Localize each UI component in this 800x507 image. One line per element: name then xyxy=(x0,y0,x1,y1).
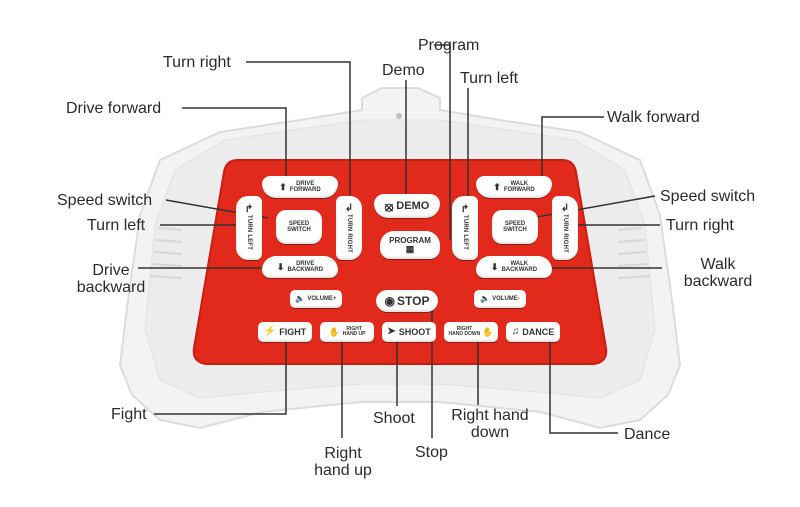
speed-switch-right-line2: SWITCH xyxy=(503,227,527,233)
label-drive-backward: Drive backward xyxy=(70,262,152,296)
label-drive-backward-line1: Drive xyxy=(92,262,130,279)
label-drive-forward: Drive forward xyxy=(66,100,162,117)
walk-backward-line2: BACKWARD xyxy=(501,267,538,273)
dance-label: DANCE xyxy=(522,326,555,337)
right-hand-up-button[interactable]: ✋ RIGHT HAND UP xyxy=(320,322,374,342)
indicator-dot xyxy=(396,113,402,119)
turn-left-arrow-icon: ↱ xyxy=(244,204,254,216)
right-hand-up-line1: RIGHT xyxy=(346,326,362,332)
label-turn-right-left-side: Turn right xyxy=(163,54,231,71)
label-program: Program xyxy=(418,37,480,54)
label-walk-backward: Walk backward xyxy=(676,256,760,290)
label-shoot: Shoot xyxy=(373,410,415,427)
turn-right-button-right[interactable]: ↲ TURN RIGHT xyxy=(552,196,578,260)
label-turn-right-right-side: Turn right xyxy=(666,217,734,234)
right-hand-up-line2: HAND UP xyxy=(342,331,366,337)
speed-switch-left-line1: SPEED xyxy=(288,221,310,227)
drive-backward-line1: DRIVE xyxy=(296,261,315,267)
hand-up-icon: ✋ xyxy=(328,326,340,337)
turn-right-label-left: TURN RIGHT xyxy=(346,213,352,253)
speed-switch-left-line2: SWITCH xyxy=(287,227,311,233)
right-hand-down-button[interactable]: RIGHT HAND DOWN ✋ xyxy=(444,322,498,342)
volume-down-button[interactable]: 🔈 VOLUME- xyxy=(474,290,526,308)
walk-backward-button[interactable]: ⬇ WALK BACKWARD xyxy=(476,256,552,278)
label-speed-switch-right: Speed switch xyxy=(660,188,756,205)
dance-button[interactable]: ♫ DANCE xyxy=(506,322,560,342)
label-stop: Stop xyxy=(415,444,448,461)
demo-button[interactable]: ⦻ DEMO xyxy=(374,194,440,218)
grip-ridges-left xyxy=(149,227,183,279)
arrow-up-icon: ⬆ xyxy=(493,181,501,192)
shoot-label: SHOOT xyxy=(398,326,431,337)
turn-left-button-left[interactable]: ↱ TURN LEFT xyxy=(236,196,262,260)
stop-button[interactable]: ◉ STOP xyxy=(376,290,438,312)
turn-left-label-left: TURN LEFT xyxy=(246,215,252,251)
fight-label: FIGHT xyxy=(279,326,307,337)
label-turn-left-right-side: Turn left xyxy=(460,70,519,87)
demo-label: DEMO xyxy=(396,199,430,212)
label-walk-forward: Walk forward xyxy=(607,109,700,126)
drive-backward-button[interactable]: ⬇ DRIVE BACKWARD xyxy=(262,256,338,278)
label-right-hand-down-line1: Right hand xyxy=(451,407,529,424)
drive-forward-button[interactable]: ⬆ DRIVE FORWARD xyxy=(262,176,338,198)
label-speed-switch-left: Speed switch xyxy=(57,192,153,209)
volume-up-button[interactable]: 🔈 VOLUME+ xyxy=(290,290,342,308)
turn-right-button-left[interactable]: ↲ TURN RIGHT xyxy=(336,196,362,260)
volume-up-label: VOLUME+ xyxy=(307,296,337,302)
speaker-icon: 🔈 xyxy=(295,294,306,303)
label-right-hand-down: Right hand down xyxy=(440,407,540,441)
volume-down-label: VOLUME- xyxy=(492,296,520,302)
walk-forward-line2: FORWARD xyxy=(503,187,535,193)
windows-icon: ▦ xyxy=(405,243,415,254)
label-walk-backward-line2: backward xyxy=(683,273,753,290)
speed-switch-right-line1: SPEED xyxy=(504,221,526,227)
turn-left-button-right[interactable]: ↱ TURN LEFT xyxy=(452,196,478,260)
speed-switch-button-left[interactable]: SPEED SWITCH xyxy=(276,210,322,244)
speed-switch-button-right[interactable]: SPEED SWITCH xyxy=(492,210,538,244)
right-hand-down-line1: RIGHT xyxy=(456,326,473,332)
program-button[interactable]: PROGRAM ▦ xyxy=(380,231,440,259)
demo-icon: ⦻ xyxy=(384,198,394,214)
label-walk-backward-line1: Walk xyxy=(700,256,736,273)
turn-left-arrow-icon: ↱ xyxy=(460,204,470,216)
arrow-up-icon: ⬆ xyxy=(279,181,287,192)
label-right-hand-down-line2: down xyxy=(470,424,510,441)
turn-right-arrow-icon: ↲ xyxy=(560,202,570,214)
speaker-icon: 🔈 xyxy=(480,294,491,303)
arrow-down-icon: ⬇ xyxy=(490,261,499,272)
program-label: PROGRAM xyxy=(389,235,431,245)
label-right-hand-up: Right hand up xyxy=(310,445,376,479)
drive-forward-line2: FORWARD xyxy=(289,187,321,193)
label-drive-backward-line2: backward xyxy=(76,279,146,296)
label-turn-left-left-side: Turn left xyxy=(87,217,146,234)
drive-forward-line1: DRIVE xyxy=(296,181,315,187)
stop-circle-icon: ◉ xyxy=(384,294,395,308)
label-dance: Dance xyxy=(624,426,671,443)
turn-left-label-right: TURN LEFT xyxy=(462,215,468,251)
right-hand-down-line2: HAND DOWN xyxy=(448,331,481,337)
turn-right-label-right: TURN RIGHT xyxy=(562,213,568,253)
turn-right-arrow-icon: ↲ xyxy=(344,202,354,214)
arrow-down-icon: ⬇ xyxy=(276,261,285,272)
fight-button[interactable]: ⚡ FIGHT xyxy=(258,322,312,342)
drive-backward-line2: BACKWARD xyxy=(287,267,324,273)
walk-forward-line1: WALK xyxy=(510,181,529,187)
walk-backward-line1: WALK xyxy=(510,261,529,267)
gun-icon: ➤ xyxy=(387,326,396,337)
dance-icon: ♫ xyxy=(511,326,520,337)
label-right-hand-up-line2: hand up xyxy=(314,462,372,479)
lightning-icon: ⚡ xyxy=(263,326,277,337)
grip-ridges-right xyxy=(617,227,651,279)
leader-lines xyxy=(138,44,662,438)
label-right-hand-up-line1: Right xyxy=(324,445,362,462)
stop-label: STOP xyxy=(397,294,430,308)
hand-down-icon: ✋ xyxy=(482,326,494,337)
label-fight: Fight xyxy=(111,406,147,423)
walk-forward-button[interactable]: ⬆ WALK FORWARD xyxy=(476,176,552,198)
label-demo: Demo xyxy=(382,62,425,79)
shoot-button[interactable]: ➤ SHOOT xyxy=(382,322,436,342)
